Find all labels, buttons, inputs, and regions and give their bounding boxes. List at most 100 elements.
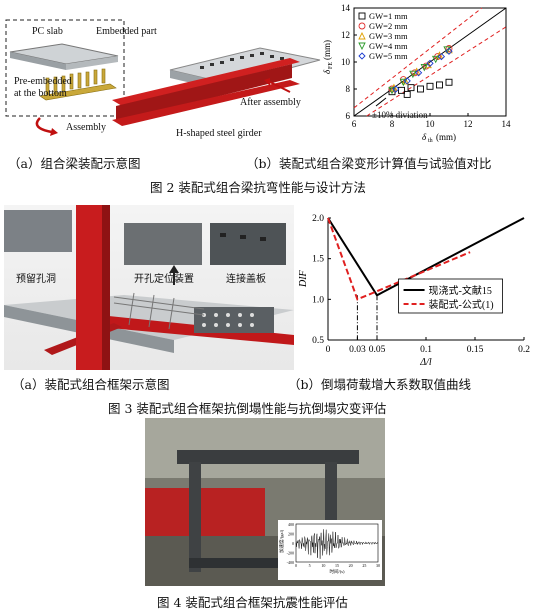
- x-tick-label: 6: [352, 119, 357, 129]
- y-tick-label: 8: [346, 84, 351, 94]
- legend-label: 现浇式-文献15: [429, 284, 492, 297]
- data-point: [409, 70, 417, 79]
- data-point: [388, 86, 396, 95]
- fig4-test-photo: [145, 418, 385, 586]
- label-pc-slab: PC slab: [32, 26, 63, 37]
- legend-label: GW=1 mm: [369, 11, 408, 21]
- inset-y-label: 加速度/(gal): [278, 529, 285, 553]
- legend-label: GW=3 mm: [369, 31, 408, 41]
- label-positioning-device: 开孔定位装置: [134, 274, 194, 285]
- label-reserved-hole: 预留孔洞: [16, 274, 56, 285]
- data-point: [403, 90, 411, 98]
- inset-x-label: 时间/(s): [330, 568, 345, 575]
- inset-wave: [295, 529, 379, 559]
- y-tick-label: 6: [346, 111, 351, 121]
- inset-x-tick: 15: [335, 563, 339, 568]
- legend-label: GW=4 mm: [369, 41, 408, 51]
- label-cover-plate: 连接盖板: [226, 274, 266, 285]
- x-axis-label: δ: [422, 132, 427, 142]
- y-tick-label: 0.5: [312, 336, 324, 346]
- data-point: [436, 81, 443, 89]
- data-point: [443, 46, 451, 54]
- y-tick-label: 1.5: [312, 255, 324, 265]
- series-4: [388, 46, 451, 95]
- label-pre-embedded: Pre-embedded: [14, 76, 72, 87]
- legend-label: 装配式-公式(1): [429, 298, 494, 311]
- data-point: [392, 85, 400, 93]
- data-point: [426, 82, 434, 90]
- legend-marker: [358, 12, 366, 20]
- inset-x-tick: 5: [309, 563, 311, 568]
- fig3a-frame-render: [4, 205, 294, 370]
- y-tick-label: 12: [341, 30, 350, 40]
- label-assembly: Assembly: [66, 122, 106, 133]
- annotation-arrow: [375, 97, 387, 107]
- data-point: [407, 84, 415, 92]
- data-point: [437, 52, 446, 61]
- fig2-title: 图 2 装配式组合梁抗弯性能与设计方法: [150, 180, 366, 195]
- inset-x-tick: 20: [349, 563, 353, 568]
- data-point: [388, 85, 396, 93]
- inset-y-tick: -200: [287, 551, 294, 556]
- inset-x-tick: 10: [321, 563, 325, 568]
- y-axis-label-group: δFE(mm): [322, 40, 334, 74]
- legend-marker: [358, 42, 366, 51]
- x-tick-label: 0.1: [420, 345, 432, 355]
- fig2b-caption: （b）装配式组合梁变形计算值与试验值对比: [246, 156, 492, 171]
- inset-y-tick: 400: [288, 522, 294, 527]
- series-1: [388, 78, 453, 98]
- data-point: [414, 69, 423, 77]
- data-point: [445, 47, 453, 55]
- x-axis-label-unit: (mm): [436, 132, 456, 142]
- y-tick-label: 14: [341, 3, 351, 13]
- data-point: [399, 78, 408, 87]
- legend-marker: [358, 22, 366, 30]
- x-tick-label: 10: [426, 119, 436, 129]
- x-tick-label: 8: [390, 119, 395, 129]
- legend-marker: [358, 52, 366, 60]
- series-line-1: [327, 217, 525, 297]
- legend-marker: [358, 31, 366, 40]
- x-tick-label: 14: [502, 119, 512, 129]
- legend-label: GW=2 mm: [369, 21, 408, 31]
- x-tick-label: 0.03: [349, 345, 366, 355]
- inset-y-tick: 200: [288, 532, 294, 537]
- y-axis-label-unit: (mm): [322, 40, 332, 60]
- y-axis-label-sub: FE: [328, 62, 334, 69]
- legend-label: GW=5 mm: [369, 51, 408, 61]
- data-point: [411, 69, 419, 77]
- series-line-2: [327, 217, 471, 301]
- series-5: [392, 47, 453, 93]
- y-tick-label: 1.0: [312, 295, 324, 305]
- data-point: [445, 78, 453, 86]
- fig3-title: 图 3 装配式组合框架抗倒塌性能与抗倒塌灾变评估: [108, 401, 387, 416]
- data-point: [426, 59, 434, 67]
- data-point: [398, 86, 405, 94]
- y-tick-label: 10: [341, 57, 351, 67]
- x-tick-label: 0.2: [518, 345, 530, 355]
- fig2a-diagram: [0, 0, 335, 150]
- legend-box: [398, 278, 503, 314]
- data-point: [445, 45, 453, 52]
- inset-x-tick: 0: [295, 563, 297, 568]
- fig3b-caption: （b）倒塌荷载增大系数取值曲线: [288, 377, 472, 392]
- scatter-annotation: ±10% diviation: [372, 110, 428, 120]
- label-at-bottom: at the bottom: [14, 88, 67, 99]
- detail-box: [5, 19, 125, 117]
- data-point: [417, 85, 424, 93]
- x-axis-label-sub: th: [428, 138, 433, 144]
- label-embedded-part: Embedded part: [96, 26, 157, 37]
- x-axis-label: Δ/l: [419, 357, 432, 368]
- inset-y-tick: 0: [292, 541, 294, 546]
- y-axis-label: DIF: [298, 269, 309, 288]
- label-girder: H-shaped steel girder: [176, 128, 262, 139]
- x-tick-label: 0.15: [467, 345, 484, 355]
- x-tick-label: 0.05: [369, 345, 386, 355]
- inset-y-tick: -400: [287, 560, 294, 565]
- label-after-assembly: After assembly: [240, 97, 301, 108]
- fig4-title: 图 4 装配式组合框架抗震性能评估: [157, 595, 348, 610]
- fig2a-caption: （a）组合梁装配示意图: [8, 156, 141, 171]
